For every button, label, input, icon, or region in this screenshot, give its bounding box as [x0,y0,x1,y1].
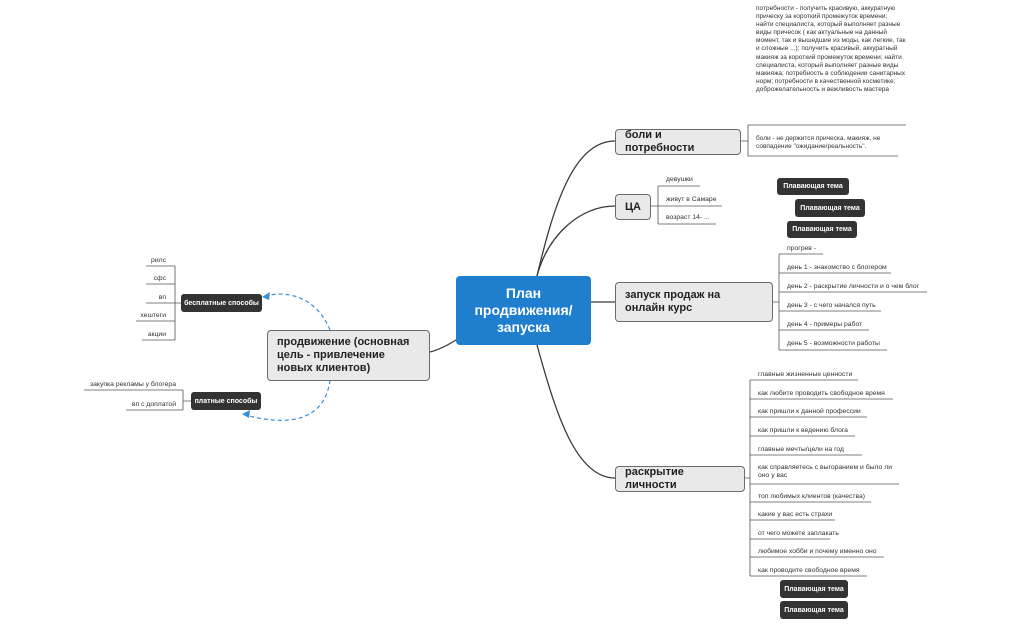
floating-topic-label: Плавающая тема [800,204,860,212]
personality-item[interactable]: как проводите свободное время [758,567,860,574]
launch-item[interactable]: день 3 - с чего начался путь [787,302,876,309]
topic-pains-label: боли и потребности [625,129,695,154]
topic-personality-label: раскрытие личности [625,466,684,491]
personality-item[interactable]: как пришли к данной профессии [758,408,861,415]
relation-free-arrow [261,293,331,331]
floating-topic-label: Плавающая тема [783,183,843,190]
free-method-item[interactable]: акции [147,331,166,338]
floating-topic[interactable]: Плавающая тема [777,178,849,195]
central-topic-label: План продвижения/ запуска [474,285,573,335]
free-method-item[interactable]: рилс [151,257,166,264]
connector-central-audience [536,205,616,277]
relation-paid-arrow [241,379,331,421]
topic-audience-label: ЦА [625,200,641,213]
topic-launch[interactable]: запуск продаж на онлайн курс [615,282,773,322]
connector-central-personality [536,344,616,479]
free-methods-label: бесплатные способы [184,299,259,307]
paid-method-item[interactable]: вп с доплатой [131,401,176,408]
connector-central-pains [536,140,616,277]
personality-item[interactable]: главные жизненные ценности [758,371,853,378]
launch-item[interactable]: день 5 - возможности работы [787,340,880,347]
topic-launch-label: запуск продаж на онлайн курс [625,289,721,314]
launch-item[interactable]: день 1 - знакомство с блогером [787,264,887,271]
personality-item[interactable]: какие у вас есть страхи [758,511,833,518]
topic-audience[interactable]: ЦА [615,194,651,220]
floating-topic[interactable]: Плавающая тема [795,199,865,217]
audience-item[interactable]: живут в Самаре [666,196,717,203]
paid-methods-topic[interactable]: платные способы [191,392,261,410]
floating-topic-label: Плавающая тема [784,606,844,614]
personality-item[interactable]: от чего можете заплакать [758,530,839,537]
free-method-item[interactable]: хештеги [140,312,166,319]
audience-item[interactable]: девушки [666,176,693,183]
audience-item[interactable]: возраст 14- ... [666,214,710,221]
topic-pains[interactable]: боли и потребности [615,129,741,155]
personality-item[interactable]: как любите проводить свободное время [758,390,885,397]
free-method-item[interactable]: вп [158,294,166,301]
floating-topic-label: Плавающая тема [784,585,844,593]
pains-pains-text[interactable]: боли - не держится прическа, макияж, не … [756,135,881,151]
personality-item[interactable]: как пришли к ведению блога [758,427,848,434]
topic-personality[interactable]: раскрытие личности [615,466,745,492]
free-methods-topic[interactable]: бесплатные способы [181,294,262,312]
personality-item[interactable]: любимое хобби и почему именно оно [758,548,877,555]
personality-item[interactable]: главные мечты/цели на год [758,446,845,453]
launch-item[interactable]: день 2 - раскрытие личности и о чем блог [787,283,920,290]
launch-item[interactable]: прогрев - [787,245,817,252]
central-topic[interactable]: План продвижения/ запуска [456,276,591,345]
floating-topic-label: Плавающая тема [792,226,852,233]
floating-topic[interactable]: Плавающая тема [780,601,848,619]
personality-item[interactable]: как справляетесь с выгоранием и было ли … [758,464,892,479]
paid-method-item[interactable]: закупка рекламы у блогера [90,381,176,388]
pains-needs-text[interactable]: потребности - получить красивую, аккурат… [756,5,906,93]
personality-item[interactable]: топ любимых клиентов (качества) [758,493,866,500]
paid-methods-label: платные способы [194,397,258,405]
free-method-item[interactable]: сфс [153,275,166,282]
launch-item[interactable]: день 4 - примеры работ [787,321,863,328]
floating-topic[interactable]: Плавающая тема [780,580,848,598]
topic-promotion-label: продвижение (основная цель - привлечение… [277,336,410,374]
topic-promotion[interactable]: продвижение (основная цель - привлечение… [267,330,430,381]
connector-central-promotion [429,339,457,353]
floating-topic[interactable]: Плавающая тема [787,221,857,238]
